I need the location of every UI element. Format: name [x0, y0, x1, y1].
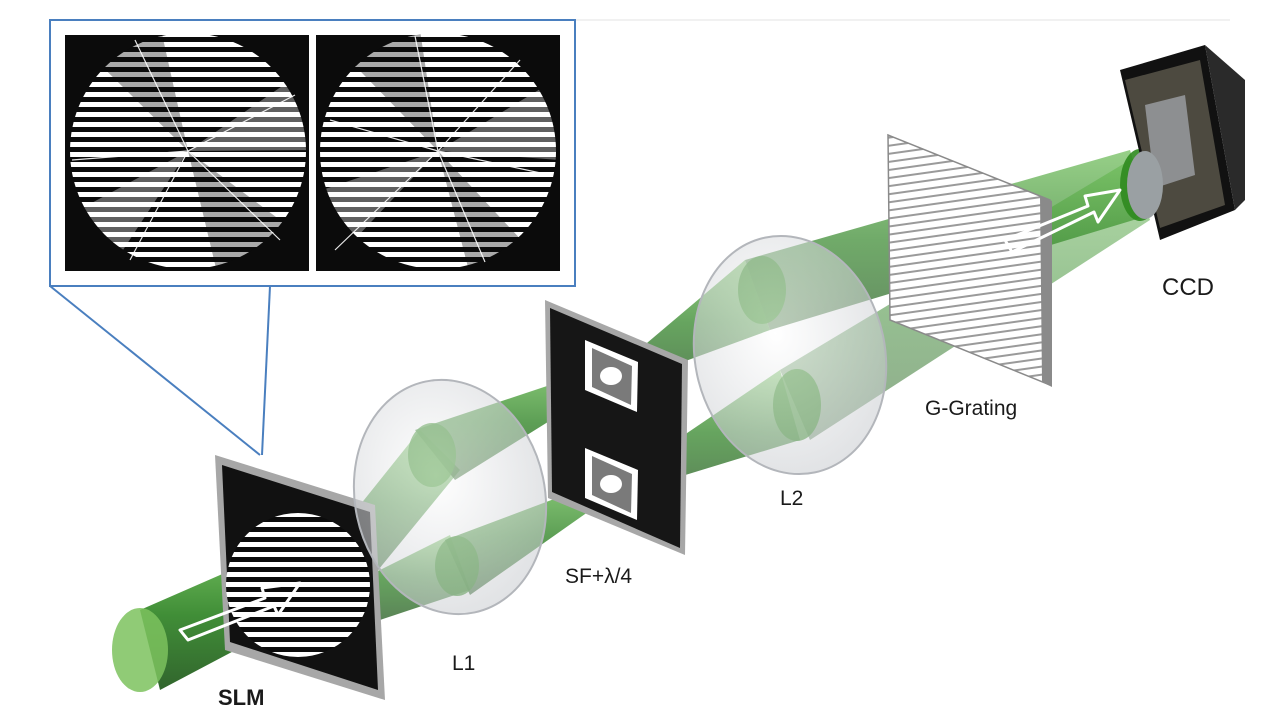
label-l1: L1	[452, 652, 475, 675]
ccd-camera	[1120, 45, 1245, 240]
label-g-grating: G-Grating	[925, 397, 1017, 420]
hologram-panel-2	[316, 33, 560, 271]
hologram-inset	[49, 19, 576, 456]
lens-l2	[692, 234, 888, 476]
output-arrow-icon	[1003, 188, 1122, 254]
g-grating	[887, 133, 1052, 387]
label-ccd: CCD	[1162, 274, 1214, 301]
lens-l1	[352, 378, 548, 616]
hologram-panel-1	[65, 33, 309, 271]
slm-device	[215, 455, 385, 700]
input-arrow-icon	[178, 581, 302, 642]
label-sf: SF+λ/4	[565, 565, 632, 588]
label-slm: SLM	[218, 685, 264, 710]
label-l2: L2	[780, 487, 803, 510]
spatial-filter	[545, 300, 688, 555]
